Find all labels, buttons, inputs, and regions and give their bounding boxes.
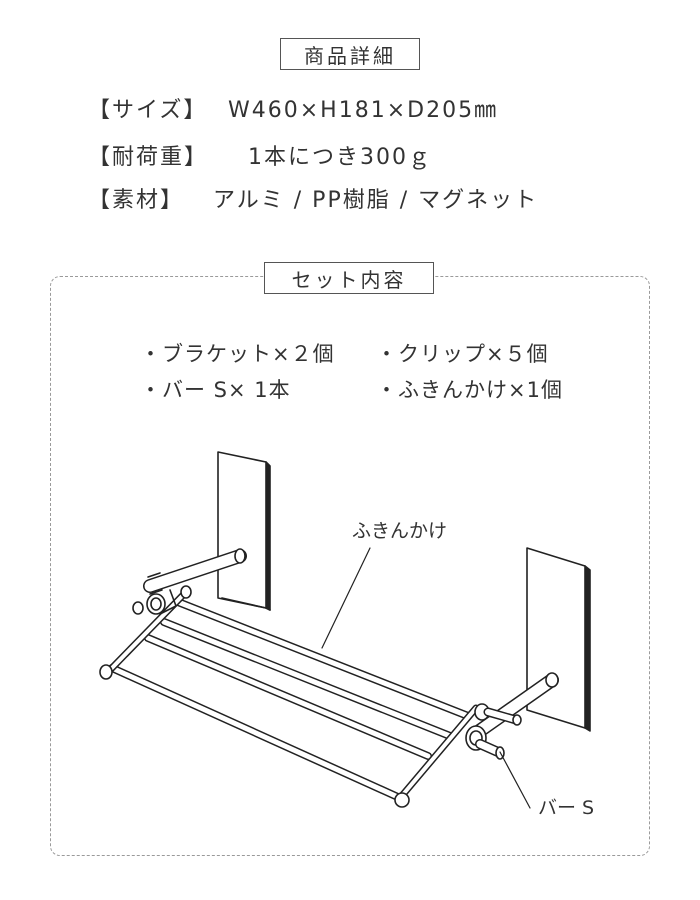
spec-load-label: 【耐荷重】 xyxy=(88,145,209,170)
left-bracket-plate xyxy=(217,451,271,611)
spec-load-value: 1本につき300ｇ xyxy=(248,145,432,170)
set-item-towel-rack: ・ふきんかけ×1個 xyxy=(376,378,563,402)
set-item-bracket: ・ブラケット×２個 xyxy=(140,342,335,366)
callout-bar-s: バー S xyxy=(538,797,595,819)
left-bracket-arm xyxy=(143,548,247,595)
callout-towel-leader xyxy=(321,547,371,649)
set-contents-title: セット内容 xyxy=(264,262,434,294)
right-clip xyxy=(465,703,522,760)
right-bracket-plate xyxy=(526,547,591,732)
spec-material-value: アルミ / PP樹脂 / マグネット xyxy=(213,188,539,213)
spec-size-label: 【サイズ】 xyxy=(88,98,208,123)
callout-towel-rack: ふきんかけ xyxy=(352,520,448,542)
detail-title: 商品詳細 xyxy=(280,38,420,70)
spec-size-value: W460×H181×D205㎜ xyxy=(228,98,499,123)
left-clip xyxy=(132,589,177,615)
spec-load: 【耐荷重】 1本につき300ｇ xyxy=(88,139,430,171)
towel-rack-side-frames xyxy=(99,585,480,808)
set-item-bar-s: ・バー S× 1本 xyxy=(140,378,291,402)
spec-material-label: 【素材】 xyxy=(88,188,185,213)
callout-bar-leader xyxy=(499,751,531,809)
set-item-clip: ・クリップ×５個 xyxy=(376,342,549,366)
spec-size: 【サイズ】 W460×H181×D205㎜ xyxy=(88,92,496,124)
spec-material: 【素材】 アルミ / PP樹脂 / マグネット xyxy=(88,182,536,214)
right-bracket-arm xyxy=(471,672,559,739)
towel-rack-rails xyxy=(108,598,472,802)
